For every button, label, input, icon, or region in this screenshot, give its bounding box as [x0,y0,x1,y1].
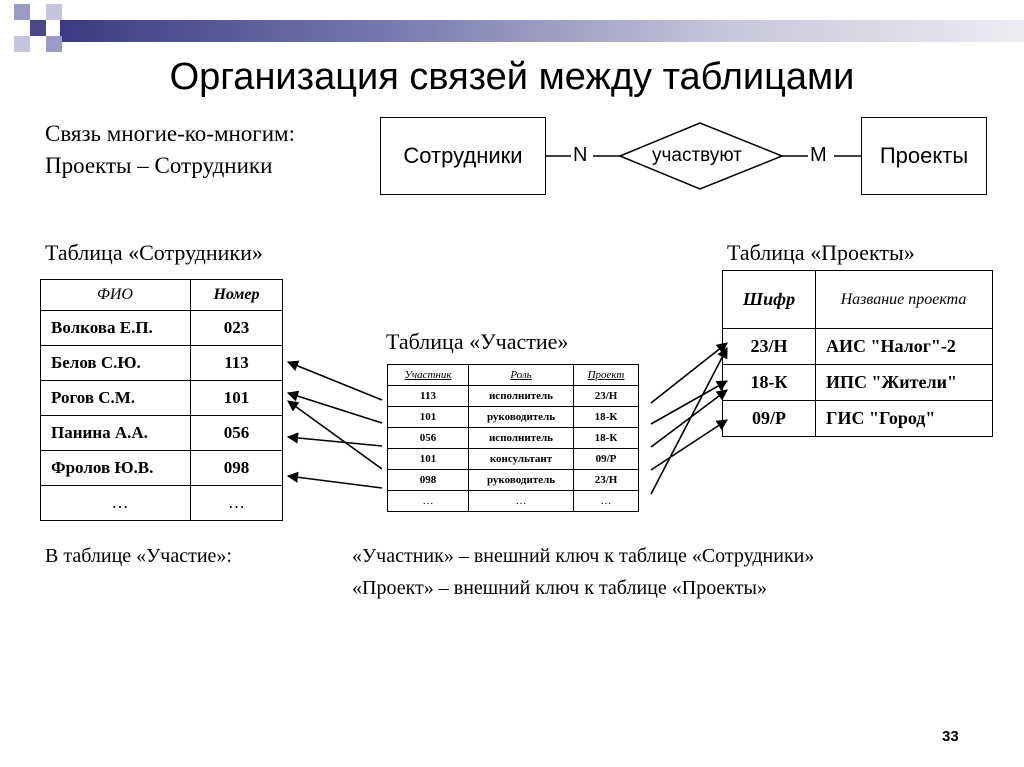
table-row: Белов С.Ю. 113 [40,345,283,381]
arrow-project-to-projects [650,380,728,425]
projects-caption: Таблица «Проекты» [727,240,915,265]
participant-id: 101 [387,448,469,470]
page-number: 33 [942,728,959,745]
relation-heading-line1: Связь многие-ко-многим: [45,121,295,146]
employee-number: … [190,485,283,521]
employee-number: 113 [190,345,283,381]
header-gradient-bar [60,20,1024,42]
decor-square [46,36,62,52]
arrow-project-to-projects [650,419,728,471]
table-row: 113 исполнитель 23/Н [387,385,639,407]
table-row: 056 исполнитель 18-К [387,427,639,449]
table-row: … … … [387,490,639,512]
arrow-project-to-projects [650,342,728,404]
relation-heading-line2: Проекты – Сотрудники [45,153,273,178]
arrow-participant-to-employee [286,471,383,489]
decor-square [46,4,62,20]
table-row: Фролов Ю.В. 098 [40,450,283,486]
table-row: Панина А.А. 056 [40,415,283,451]
table-row: 09/Р ГИС "Город" [722,400,993,437]
employee-number: 098 [190,450,283,486]
participant-role: … [468,490,574,512]
participant-project: 09/Р [573,448,639,470]
employee-name: … [40,485,191,521]
decor-square [30,20,46,36]
decor-square [14,4,30,20]
er-entity-projects: Проекты [861,117,987,195]
projects-table: Шифр Название проекта 23/Н АИС "Налог"-2… [722,270,993,437]
er-relationship-label: участвуют [652,145,742,166]
participant-role: исполнитель [468,385,574,407]
participant-project: … [573,490,639,512]
table-row: … … [40,485,283,521]
participation-caption: Таблица «Участие» [386,329,569,354]
participation-table: Участник Роль Проект 113 исполнитель 23/… [387,364,639,512]
employees-table: ФИО Номер Волкова Е.П. 023 Белов С.Ю. 11… [40,279,283,521]
arrow-project-to-projects [650,389,728,448]
table-row: 101 руководитель 18-К [387,406,639,428]
notes-label: В таблице «Участие»: [45,545,232,567]
er-cardinality-m: M [810,144,827,166]
table-row: 23/Н АИС "Налог"-2 [722,328,993,365]
table-row: 18-К ИПС "Жители" [722,364,993,401]
table-row: 101 консультант 09/Р [387,448,639,470]
table-row: Рогов С.М. 101 [40,380,283,416]
decor-square [14,36,30,52]
project-name: ИПС "Жители" [815,364,993,401]
participant-project: 18-К [573,406,639,428]
arrow-project-to-projects [650,347,728,495]
employee-number: 101 [190,380,283,416]
employee-name: Рогов С.М. [40,380,191,416]
er-entity-employees: Сотрудники [380,117,546,195]
arrow-participant-to-employee [286,432,383,447]
project-name: ГИС "Город" [815,400,993,437]
participant-role: исполнитель [468,427,574,449]
slide-title: Организация связей между таблицами [169,56,855,98]
column-header-fio: ФИО [40,279,191,311]
column-header-project-name: Название проекта [815,270,993,329]
employees-caption: Таблица «Сотрудники» [45,240,263,265]
arrow-participant-to-employee [287,400,383,470]
employee-name: Панина А.А. [40,415,191,451]
participant-role: консультант [468,448,574,470]
er-cardinality-n: N [573,144,588,166]
table-header-row: Шифр Название проекта [722,270,993,329]
employee-name: Фролов Ю.В. [40,450,191,486]
employee-name: Белов С.Ю. [40,345,191,381]
table-row: Волкова Е.П. 023 [40,310,283,346]
notes-line1: «Участник» – внешний ключ к таблице «Сот… [352,545,815,567]
arrow-participant-to-employee [286,360,383,401]
table-header-row: ФИО Номер [40,279,283,311]
arrow-participant-to-employee [286,390,383,424]
notes-line2: «Проект» – внешний ключ к таблице «Проек… [352,577,767,599]
project-code: 09/Р [722,400,816,437]
employee-name: Волкова Е.П. [40,310,191,346]
